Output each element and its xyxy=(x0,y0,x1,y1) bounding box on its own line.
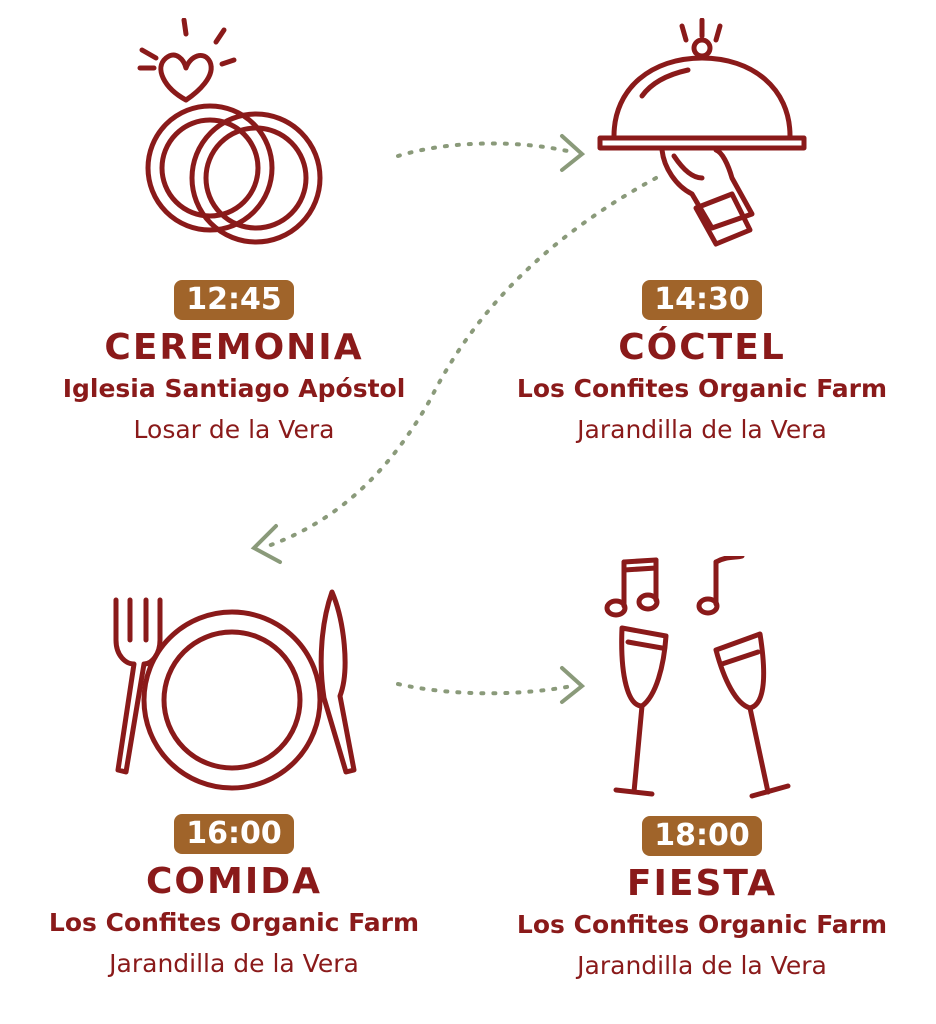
arrowhead-right-bottom xyxy=(560,666,586,704)
event-coctel: 14:30 CÓCTEL Los Confites Organic Farm J… xyxy=(468,18,936,452)
serving-cloche-icon xyxy=(597,18,807,247)
plate-cutlery-icon xyxy=(113,589,357,791)
event-time: 16:00 xyxy=(174,814,294,854)
event-venue: Los Confites Organic Farm xyxy=(48,908,420,937)
champagne-toast-icon xyxy=(604,556,791,799)
arrow-coctel-to-comida xyxy=(266,176,658,548)
arrow-ceremonia-to-coctel xyxy=(396,141,574,158)
event-time: 18:00 xyxy=(642,816,762,856)
event-venue: Los Confites Organic Farm xyxy=(516,910,888,939)
event-time: 14:30 xyxy=(642,280,762,320)
wedding-rings-icon xyxy=(137,18,323,245)
event-title: COMIDA xyxy=(146,861,322,902)
event-town: Jarandilla de la Vera xyxy=(109,949,359,978)
event-title: CÓCTEL xyxy=(618,327,786,368)
event-title: FIESTA xyxy=(626,863,778,904)
event-fiesta: 18:00 FIESTA Los Confites Organic Farm J… xyxy=(468,556,936,988)
event-time: 12:45 xyxy=(174,280,294,320)
event-ceremonia: 12:45 CEREMONIA Iglesia Santiago Apóstol… xyxy=(0,18,468,452)
arrow-comida-to-fiesta xyxy=(396,682,574,696)
event-title: CEREMONIA xyxy=(104,327,364,368)
event-comida: 16:00 COMIDA Los Confites Organic Farm J… xyxy=(0,560,468,986)
event-town: Losar de la Vera xyxy=(133,415,335,444)
event-town: Jarandilla de la Vera xyxy=(577,951,827,980)
event-town: Jarandilla de la Vera xyxy=(577,415,827,444)
event-venue: Los Confites Organic Farm xyxy=(516,374,888,403)
arrowhead-right-top xyxy=(560,134,586,172)
arrowhead-left xyxy=(250,524,282,564)
event-venue: Iglesia Santiago Apóstol xyxy=(62,374,406,403)
